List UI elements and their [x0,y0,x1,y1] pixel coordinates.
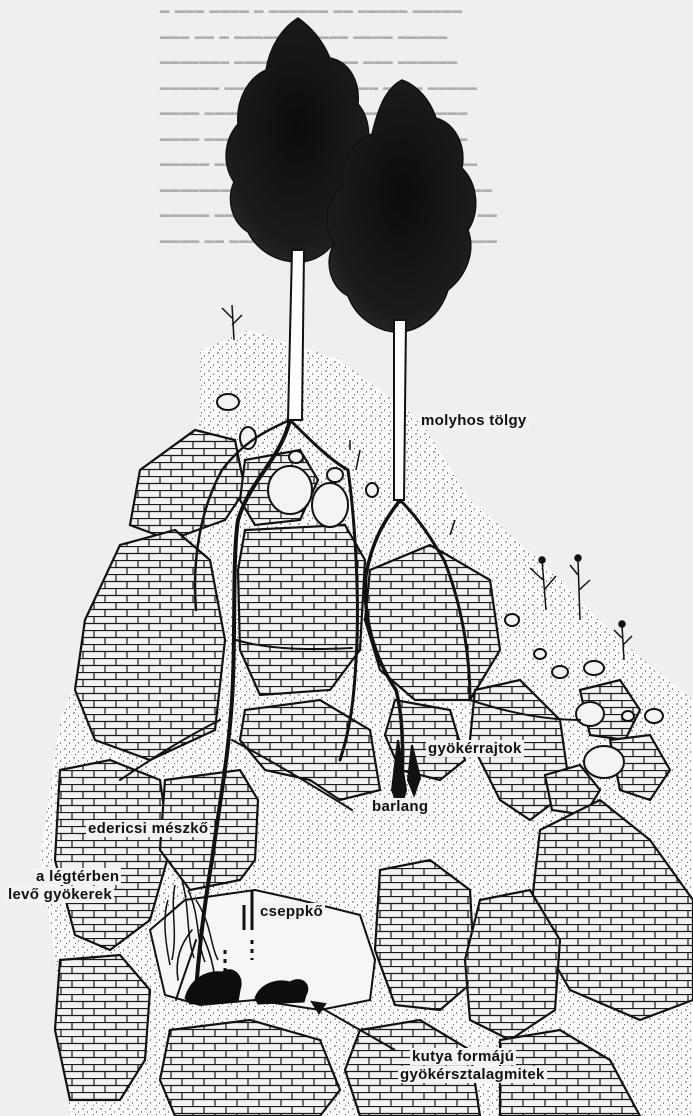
limestone-block [375,860,475,1010]
label-kutya-formaju: kutya formájú [410,1048,516,1065]
limestone-block [238,525,365,695]
limestone-block [75,530,225,760]
label-edericsi-meszko: edericsi mészkő [86,820,210,837]
label-molyhos-tolgy: molyhos tölgy [419,412,529,429]
label-cseppko: cseppkő [258,903,325,920]
label-gyokersztalagmitek: gyökérsztalagmitek [398,1066,547,1083]
label-gyokerrajtok: gyökérrajtok [426,740,524,757]
label-legterben-1: a légtérben [34,868,121,885]
label-barlang: barlang [370,798,430,815]
label-legterben-2: levő gyökerek [6,886,114,903]
